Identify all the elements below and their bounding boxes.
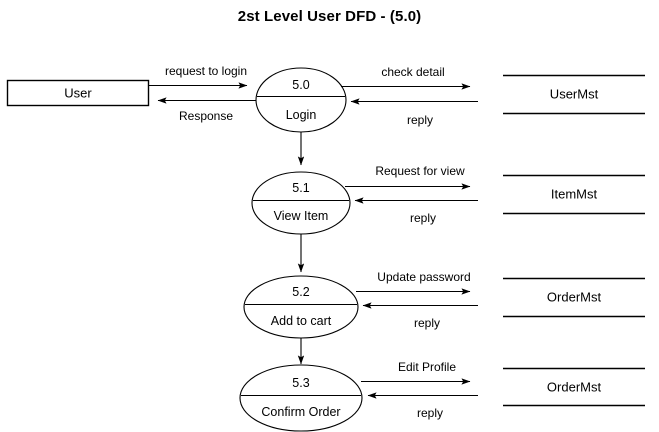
flow-request-to-login-label: request to login [164, 64, 248, 78]
process-5-0-number: 5.0 [292, 78, 310, 92]
external-entity-user-label: User [64, 85, 92, 101]
data-store-usermst-label: UserMst [549, 86, 599, 102]
flow-request-for-view-label: Request for view [375, 164, 465, 178]
process-5-3-shape[interactable] [239, 364, 363, 432]
external-entity-user-shape[interactable] [6, 79, 150, 107]
flow-update-password-label: Update password [377, 270, 471, 284]
process-5-3-number: 5.3 [292, 376, 310, 390]
flow-edit-profile-label: Edit Profile [397, 360, 457, 374]
flow-reply-1-label: reply [406, 113, 434, 127]
process-5-0-name: Login [285, 108, 317, 122]
data-store-ordermst-2-label: OrderMst [546, 379, 602, 395]
process-5-2-name: Add to cart [270, 314, 332, 328]
flow-reply-2-label: reply [409, 211, 437, 225]
process-5-1-number: 5.1 [292, 181, 310, 195]
data-store-ordermst-1-label: OrderMst [546, 289, 602, 305]
process-5-2-number: 5.2 [292, 285, 310, 299]
flow-reply-4-label: reply [416, 406, 444, 420]
flow-response-label: Response [178, 109, 234, 123]
process-5-1-name: View Item [273, 209, 329, 223]
process-5-3-name: Confirm Order [261, 405, 341, 419]
flow-check-detail-label: check detail [381, 65, 445, 79]
data-store-itemmst-label: ItemMst [550, 186, 598, 202]
flow-reply-3-label: reply [413, 316, 441, 330]
page-title: 2st Level User DFD - (5.0) [237, 8, 422, 25]
